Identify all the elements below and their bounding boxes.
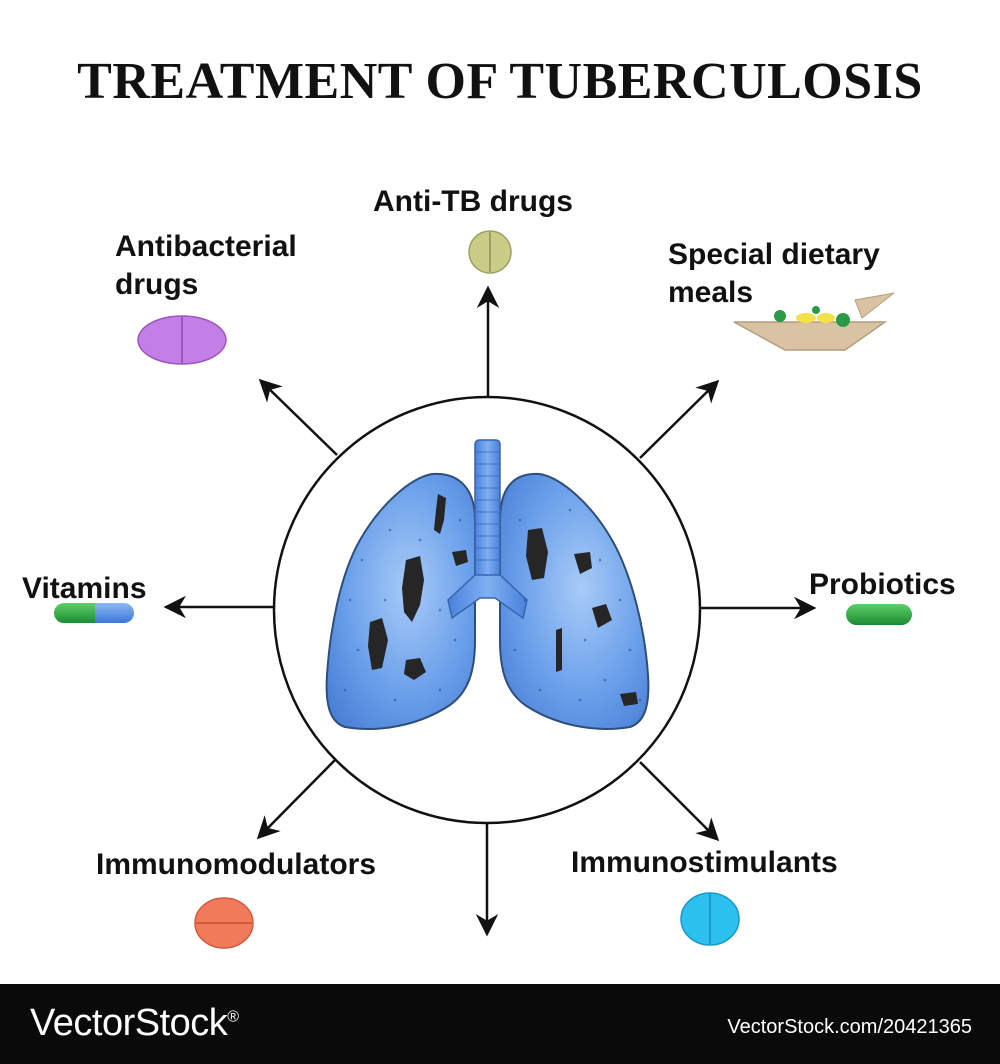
anti-tb-pill-icon (468, 230, 512, 274)
vitamin-capsule-icon (54, 603, 134, 623)
label-antibacterial-line1: Antibacterial (115, 230, 297, 263)
arrow-up-left (258, 378, 338, 456)
arrow-down-right (639, 761, 720, 842)
brand-logo: VectorStock® (30, 1002, 239, 1045)
label-vitamins: Vitamins (22, 572, 147, 605)
arrows (163, 285, 817, 937)
label-antibacterial-line2: drugs (115, 268, 199, 301)
label-probiotics: Probiotics (809, 568, 956, 601)
label-antibacterial-drugs: Antibacterial drugs (115, 228, 297, 304)
label-dietary-line2: meals (668, 276, 754, 309)
probiotic-capsule-icon (846, 604, 912, 625)
bronchi (447, 574, 528, 620)
brand-name: VectorStock (30, 1002, 228, 1044)
page-title: TREATMENT OF TUBERCULOSIS (77, 53, 923, 110)
brand-registered-mark: ® (227, 1008, 239, 1026)
diagram-canvas (54, 230, 912, 949)
lesions (368, 494, 638, 706)
antibacterial-pill-icon (137, 315, 227, 365)
immunomodulator-pill-icon (194, 897, 254, 949)
footer-bar: VectorStock® VectorStock.com/20421365 (0, 984, 1000, 1064)
label-immunostimulants: Immunostimulants (571, 846, 838, 879)
bowl-icon (733, 292, 895, 351)
stock-id: VectorStock.com/20421365 (727, 1016, 972, 1038)
lungs-illustration (325, 439, 650, 730)
label-dietary-line1: Special dietary (668, 238, 880, 271)
arrow-up-right (639, 379, 720, 459)
label-special-dietary-meals: Special dietary meals (668, 236, 880, 312)
immunostimulant-pill-icon (680, 892, 740, 946)
arrow-down-left (256, 759, 336, 840)
label-immunomodulators: Immunomodulators (96, 848, 377, 881)
trachea (474, 439, 501, 581)
lung-speckles (343, 508, 642, 702)
label-anti-tb-drugs: Anti-TB drugs (373, 185, 573, 218)
